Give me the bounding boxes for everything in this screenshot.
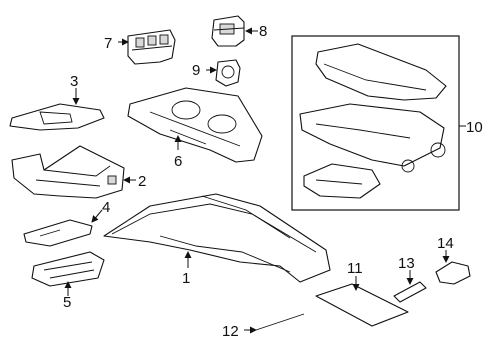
part-4-pad [23,209,103,247]
callout-4: 4 [102,199,110,216]
part-10-group-box [291,35,460,211]
callout-13: 13 [398,255,415,272]
part-6-trim-plate [127,87,263,163]
part-9-knob [206,59,241,87]
callout-5: 5 [63,294,71,311]
callout-11: 11 [347,260,363,277]
part-8-small-switch [211,15,258,47]
callout-3: 3 [70,73,78,90]
part-3-cover-plate [9,88,105,131]
callout-7: 7 [104,35,112,52]
callout-14: 14 [437,235,454,252]
part-5-tray [31,251,105,296]
part-10-armrest-lid [299,43,447,199]
part-13-pin [393,270,427,303]
callout-10: 10 [466,119,483,136]
callout-2: 2 [138,173,146,190]
callout-1: 1 [182,270,190,287]
part-12-rod [244,313,305,334]
part-1-console-body [103,193,331,283]
callout-8: 8 [259,23,267,40]
part-7-switch-panel [118,29,176,65]
callout-6: 6 [174,153,182,170]
part-14-clip [435,250,471,285]
part-2-bracket [11,145,136,199]
part-11-mat [315,276,409,327]
callout-9: 9 [192,62,200,79]
callout-12: 12 [222,323,239,340]
